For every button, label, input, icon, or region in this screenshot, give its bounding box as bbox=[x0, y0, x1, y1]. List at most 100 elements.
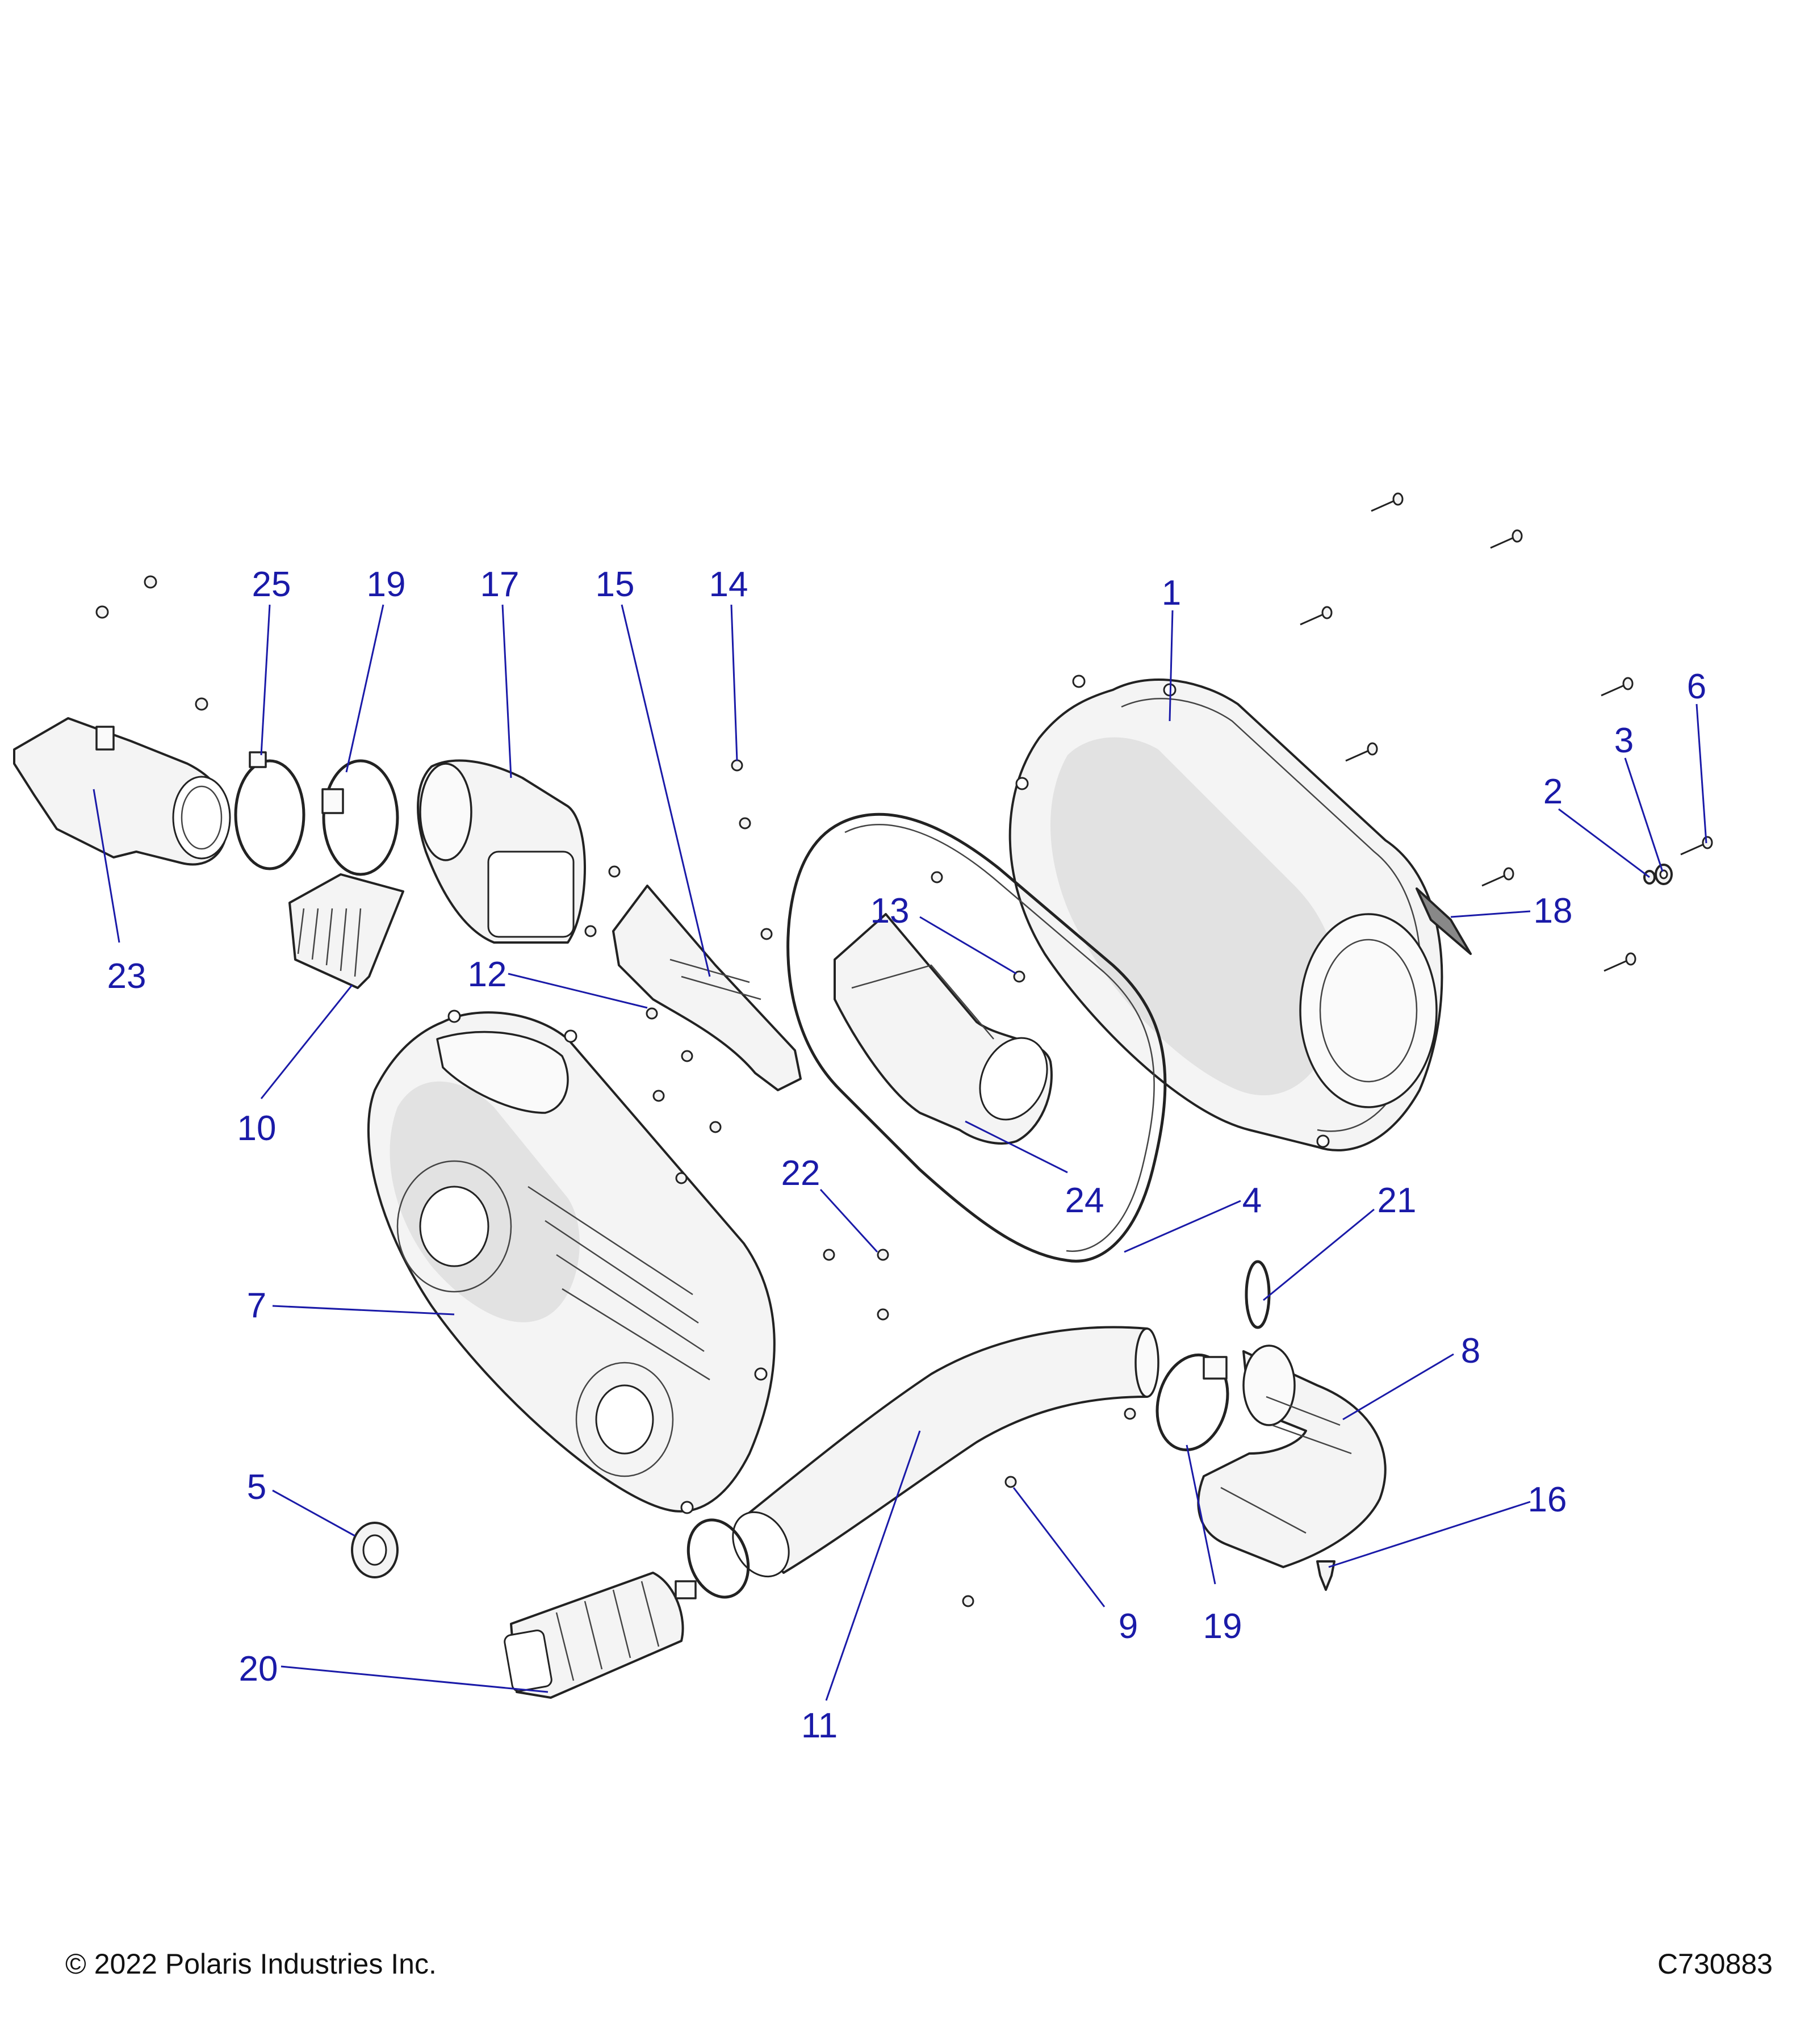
callout-19-lower: 19 bbox=[1203, 1607, 1242, 1646]
bolt bbox=[1300, 606, 1333, 626]
leader-17 bbox=[501, 604, 512, 778]
leader-24 bbox=[965, 1120, 1068, 1174]
callout-14: 14 bbox=[709, 565, 748, 604]
callout-1: 1 bbox=[1162, 573, 1181, 613]
leader-16 bbox=[1328, 1501, 1531, 1568]
leader-lines bbox=[93, 604, 1707, 1701]
bolt bbox=[584, 925, 597, 937]
leader-4 bbox=[1124, 1200, 1241, 1253]
part-hose-clamp-19-lower bbox=[1155, 1353, 1229, 1452]
callout-13: 13 bbox=[870, 891, 910, 931]
callout-24: 24 bbox=[1065, 1181, 1104, 1220]
callout-9: 9 bbox=[1119, 1607, 1138, 1646]
callout-11: 11 bbox=[801, 1706, 838, 1745]
bolt bbox=[1481, 867, 1514, 887]
part-long-duct bbox=[732, 1326, 1159, 1578]
bolt bbox=[1345, 742, 1378, 762]
leader-9 bbox=[1012, 1487, 1106, 1607]
copyright-text: © 2022 Polaris Industries Inc. bbox=[65, 1948, 437, 1980]
leader-5 bbox=[272, 1489, 355, 1537]
leader-18 bbox=[1450, 910, 1531, 918]
callout-15: 15 bbox=[596, 565, 635, 604]
bolt bbox=[608, 865, 621, 878]
part-bracket bbox=[612, 885, 802, 1091]
bolt bbox=[652, 1090, 665, 1102]
callout-labels: 1 6 3 2 18 25 19 17 15 14 23 12 13 10 24… bbox=[107, 565, 1707, 1745]
part-label bbox=[1416, 887, 1472, 955]
bolt bbox=[1371, 492, 1404, 512]
part-clamp-21 bbox=[1245, 1260, 1271, 1329]
callout-10: 10 bbox=[237, 1109, 277, 1148]
bolt bbox=[877, 1249, 889, 1261]
leader-1 bbox=[1169, 610, 1174, 722]
leader-2 bbox=[1558, 808, 1650, 878]
leader-8 bbox=[1342, 1353, 1454, 1421]
leader-25 bbox=[260, 604, 271, 756]
bolt bbox=[646, 1007, 658, 1020]
callout-22: 22 bbox=[781, 1154, 820, 1193]
leader-19-lower bbox=[1186, 1444, 1216, 1585]
bolt bbox=[1004, 1476, 1017, 1488]
callout-6: 6 bbox=[1687, 667, 1706, 706]
callout-20: 20 bbox=[239, 1649, 278, 1689]
leader-23 bbox=[93, 789, 120, 943]
callout-3: 3 bbox=[1614, 721, 1634, 760]
part-inner-clutch-cover bbox=[367, 1010, 776, 1514]
bolt bbox=[1013, 970, 1025, 983]
callout-2: 2 bbox=[1543, 772, 1563, 811]
bolt bbox=[1680, 836, 1713, 856]
bolt bbox=[1604, 952, 1636, 972]
callout-16: 16 bbox=[1528, 1480, 1567, 1519]
bolt bbox=[877, 1308, 889, 1321]
bolt bbox=[144, 575, 157, 589]
bolt bbox=[962, 1595, 974, 1607]
bolt bbox=[1601, 677, 1634, 697]
leader-20 bbox=[280, 1665, 549, 1693]
leader-12 bbox=[508, 973, 648, 1009]
bolt bbox=[709, 1121, 722, 1133]
part-hose-clamp-19-upper bbox=[321, 759, 399, 876]
bolt bbox=[739, 817, 751, 830]
bolt bbox=[1124, 1408, 1136, 1420]
callout-21: 21 bbox=[1378, 1181, 1417, 1220]
bolt bbox=[823, 1249, 835, 1261]
leader-10 bbox=[260, 985, 353, 1099]
callout-23: 23 bbox=[107, 957, 146, 996]
callout-7: 7 bbox=[247, 1286, 266, 1325]
bolt bbox=[681, 1050, 693, 1062]
callout-19-upper: 19 bbox=[367, 565, 406, 604]
part-air-duct-funnel bbox=[834, 913, 1053, 1145]
callout-25: 25 bbox=[252, 565, 291, 604]
callout-17: 17 bbox=[480, 565, 520, 604]
bolt bbox=[95, 605, 109, 619]
part-lower-duct bbox=[504, 1572, 684, 1699]
leader-3 bbox=[1624, 757, 1664, 872]
part-clamp-25 bbox=[234, 751, 305, 870]
leader-22 bbox=[819, 1188, 878, 1253]
bolt bbox=[1490, 529, 1523, 549]
callout-12: 12 bbox=[468, 955, 507, 994]
leader-21 bbox=[1263, 1208, 1375, 1301]
leader-6 bbox=[1695, 703, 1707, 844]
part-washer bbox=[351, 1522, 399, 1578]
leader-19-upper bbox=[345, 604, 384, 773]
callout-18: 18 bbox=[1534, 891, 1573, 931]
part-duct-adapter bbox=[417, 759, 586, 944]
part-drain-valve bbox=[1316, 1560, 1335, 1591]
bolt bbox=[731, 759, 743, 772]
callout-5: 5 bbox=[247, 1468, 266, 1507]
callout-8: 8 bbox=[1461, 1331, 1480, 1371]
part-outer-clutch-cover bbox=[1008, 675, 1443, 1151]
bolt bbox=[931, 871, 943, 883]
drawing-number: C730883 bbox=[1657, 1948, 1773, 1980]
leader-13 bbox=[919, 916, 1017, 975]
bolt bbox=[760, 928, 773, 940]
bolt bbox=[195, 697, 208, 711]
bolts bbox=[95, 492, 1713, 1607]
bolt bbox=[675, 1172, 688, 1184]
callout-4: 4 bbox=[1242, 1181, 1262, 1220]
part-intake-duct bbox=[13, 717, 231, 866]
part-elbow-duct bbox=[1197, 1344, 1387, 1568]
leader-14 bbox=[730, 604, 738, 761]
